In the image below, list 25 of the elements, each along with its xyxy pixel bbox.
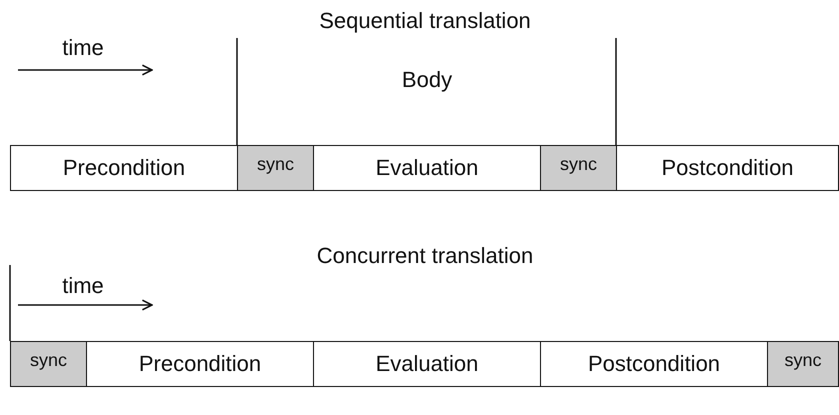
time-label: time — [62, 273, 104, 299]
sync-block — [540, 145, 617, 191]
block-label: Evaluation — [376, 351, 478, 377]
phase-block — [313, 145, 541, 191]
sync-block — [237, 145, 314, 191]
phase-block — [616, 145, 839, 191]
panel-heading: Concurrent translation — [316, 243, 534, 269]
panel-heading: Sequential translation — [319, 8, 531, 34]
block-label: Postcondition — [588, 351, 720, 377]
block-label: sync — [256, 154, 294, 175]
block-label: Postcondition — [661, 155, 794, 181]
time-label: time — [62, 35, 104, 61]
block-label: Precondition — [138, 351, 262, 377]
sync-block — [10, 341, 87, 387]
sync-block — [767, 341, 839, 387]
block-label: sync — [560, 154, 597, 175]
phase-block — [10, 145, 238, 191]
phase-block — [540, 341, 768, 387]
phase-block — [313, 341, 541, 387]
block-label: Evaluation — [376, 155, 478, 181]
section-label: Body — [402, 67, 452, 93]
block-label: Precondition — [62, 155, 186, 181]
block-label: sync — [784, 350, 822, 371]
phase-block — [86, 341, 314, 387]
block-label: sync — [30, 350, 67, 371]
